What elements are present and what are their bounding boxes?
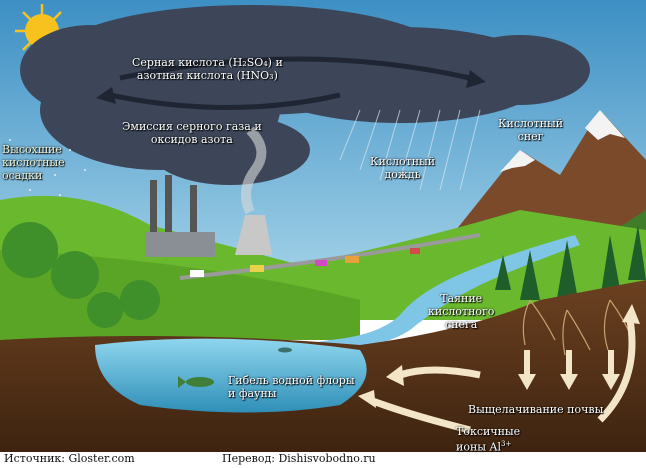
- aquatic-death-label: Гибель водной флоры и фауны: [228, 374, 355, 400]
- dry-deposition-line2: кислотные: [2, 156, 65, 169]
- acids-label-line1: Серная кислота (H₂SO₄) и: [132, 56, 283, 69]
- acid-snow-line2: снег: [517, 130, 544, 143]
- soil-leaching-label: Выщелачивание почвы: [468, 403, 604, 416]
- fish-icon: [178, 376, 214, 388]
- acid-rain-streaks: [339, 109, 481, 191]
- trees: [2, 222, 646, 328]
- emission-label-line1: Эмиссия серного газа и: [122, 120, 262, 133]
- fish-icon: [278, 347, 292, 353]
- snow-melt-label: Таяние кислотного снега: [428, 292, 494, 331]
- acid-rain-line2: дождь: [384, 168, 421, 181]
- dry-deposition-line1: Высохшие: [2, 143, 62, 156]
- acids-label: Серная кислота (H₂SO₄) и азотная кислота…: [132, 56, 283, 82]
- translation-caption: Перевод: Dishisvobodno.ru: [222, 452, 376, 465]
- toxic-ions-charge: 3+: [501, 440, 512, 448]
- toxic-ions-line2: ионы Al3+: [456, 438, 520, 454]
- snow-melt-line1: Таяние: [440, 292, 483, 305]
- aquatic-death-line2: и фауны: [228, 387, 277, 400]
- arrow-head: [358, 390, 376, 408]
- snow-melt-line2: кислотного: [428, 305, 495, 318]
- ion-flow-arrows: [368, 319, 636, 434]
- dry-deposition-line3: осадки: [2, 169, 43, 182]
- dry-deposition-label: Высохшие кислотные осадки: [2, 143, 65, 182]
- acid-rain-line1: Кислотный: [370, 155, 436, 168]
- arrow-head: [386, 365, 404, 386]
- road: [179, 233, 481, 280]
- toxic-ions-line1: Токсичные: [456, 425, 521, 438]
- acid-rain-label: Кислотный дождь: [370, 155, 435, 181]
- snow-melt-line3: снега: [445, 318, 478, 331]
- dry-deposition-dots: [9, 139, 86, 196]
- toxic-ions-text: ионы Al: [456, 440, 501, 454]
- acid-snow-label: Кислотный снег: [498, 117, 563, 143]
- arrow-head: [466, 70, 486, 88]
- emission-label-line2: оксидов азота: [150, 133, 233, 146]
- river: [300, 235, 580, 350]
- cloud-arrows: [109, 56, 471, 110]
- toxic-ions-label: Токсичные ионы Al3+: [456, 425, 520, 454]
- acid-snow-line1: Кислотный: [498, 117, 564, 130]
- arrow-head: [622, 304, 640, 324]
- aquatic-death-line1: Гибель водной флоры: [228, 374, 355, 387]
- emission-label: Эмиссия серного газа и оксидов азота: [122, 120, 262, 146]
- acid-rain-illustration: [0, 0, 646, 452]
- source-caption: Источник: Gloster.com: [4, 452, 135, 465]
- factory: [145, 126, 272, 257]
- arrow-head: [96, 87, 116, 104]
- leaching-arrows: [518, 350, 620, 390]
- acids-label-line2: азотная кислота (HNO₃): [136, 69, 278, 82]
- lake: [95, 338, 367, 413]
